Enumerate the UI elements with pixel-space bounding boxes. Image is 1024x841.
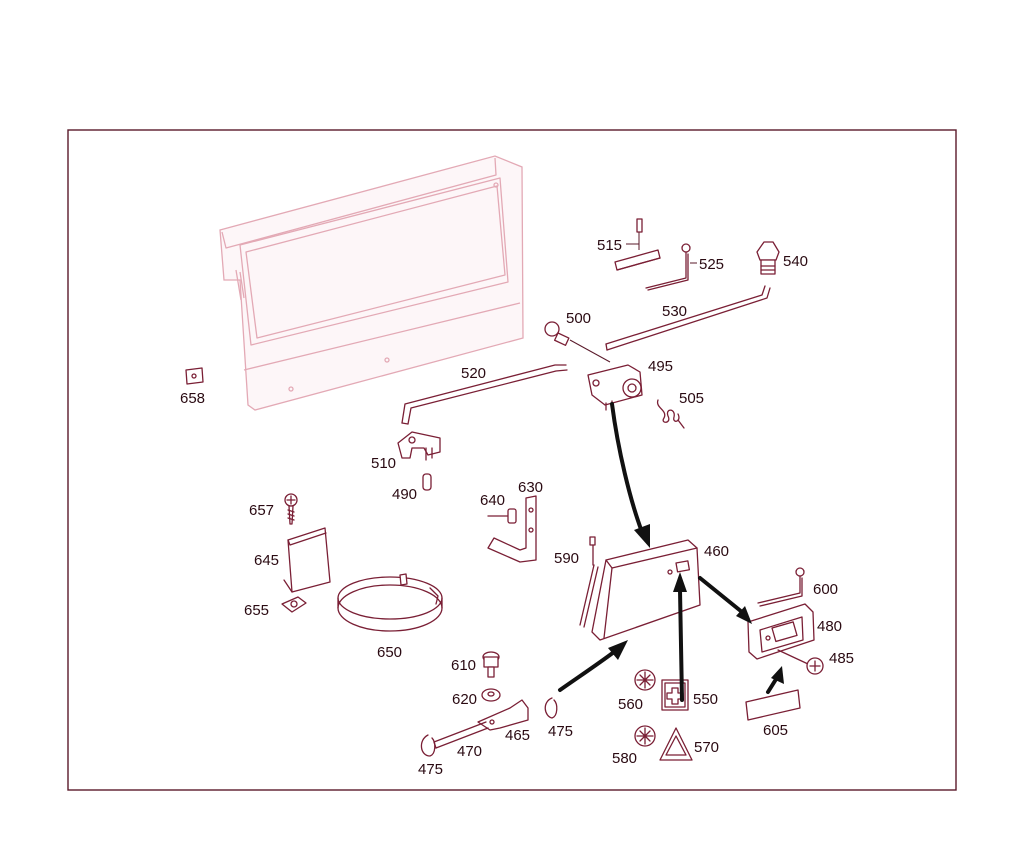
callout-520: 520 [461,365,486,382]
callout-475-left: 475 [418,761,443,778]
part-658-clip[interactable] [185,367,204,385]
callout-525: 525 [699,256,724,273]
part-480-handle[interactable] [747,603,815,660]
part-475-clip-right[interactable] [544,697,558,719]
part-580-cap[interactable] [634,725,656,747]
callout-655: 655 [244,602,269,619]
part-655-nut[interactable] [281,596,307,613]
callout-650: 650 [377,644,402,661]
callout-540: 540 [783,253,808,270]
callout-530: 530 [662,303,687,320]
tailgate-outline [219,155,524,411]
part-560-cap[interactable] [634,669,656,691]
callout-610: 610 [451,657,476,674]
callout-600: 600 [813,581,838,598]
callout-605: 605 [763,722,788,739]
diagram-frame [67,129,957,791]
callout-640: 640 [480,492,505,509]
callout-labels: 515 525 540 500 530 495 520 505 658 510 … [180,237,854,778]
part-657-screw[interactable] [284,493,298,525]
callout-570: 570 [694,739,719,756]
part-500-bolt[interactable] [544,321,611,363]
callout-505: 505 [679,390,704,407]
part-525-wire[interactable] [645,243,697,291]
callout-590: 590 [554,550,579,567]
part-630-bracket[interactable] [487,495,537,563]
callout-475-right: 475 [548,723,573,740]
part-520-rod[interactable] [401,364,568,425]
callout-580: 580 [612,750,637,767]
callout-550: 550 [693,691,718,708]
callout-495: 495 [648,358,673,375]
part-490-pin[interactable] [422,473,432,491]
part-510-bracket[interactable] [397,431,441,461]
callout-645: 645 [254,552,279,569]
part-530-rod[interactable] [605,285,771,351]
part-475-clip-left[interactable] [420,734,436,757]
part-570-warning-triangle[interactable] [659,727,693,761]
part-515-strip[interactable] [614,218,661,271]
part-465-bracket[interactable] [477,699,529,731]
part-620-washer[interactable] [481,688,501,702]
callout-560: 560 [618,696,643,713]
part-460-box[interactable] [591,539,701,641]
part-505-spring[interactable] [656,399,685,429]
part-605-strip[interactable] [745,689,801,721]
callout-657: 657 [249,502,274,519]
part-550-first-aid-sign[interactable] [661,679,689,711]
assembly-arrows [558,402,784,702]
callout-480: 480 [817,618,842,635]
part-640-bolt[interactable] [487,508,517,524]
part-540-fitting[interactable] [756,241,780,275]
part-645-cover[interactable] [283,527,331,593]
callout-470: 470 [457,743,482,760]
part-495-latch[interactable] [587,364,643,411]
callout-630: 630 [518,479,543,496]
callout-500: 500 [566,310,591,327]
callout-620: 620 [452,691,477,708]
callout-485: 485 [829,650,854,667]
callout-658: 658 [180,390,205,407]
callout-465: 465 [505,727,530,744]
callout-510: 510 [371,455,396,472]
callout-490: 490 [392,486,417,503]
callout-460: 460 [704,543,729,560]
part-485-screw[interactable] [777,649,824,675]
part-610-bolt[interactable] [482,651,500,678]
part-590-rod[interactable] [579,536,599,628]
callout-515: 515 [597,237,622,254]
part-600-wire[interactable] [757,567,805,607]
part-650-strap[interactable] [337,573,443,632]
